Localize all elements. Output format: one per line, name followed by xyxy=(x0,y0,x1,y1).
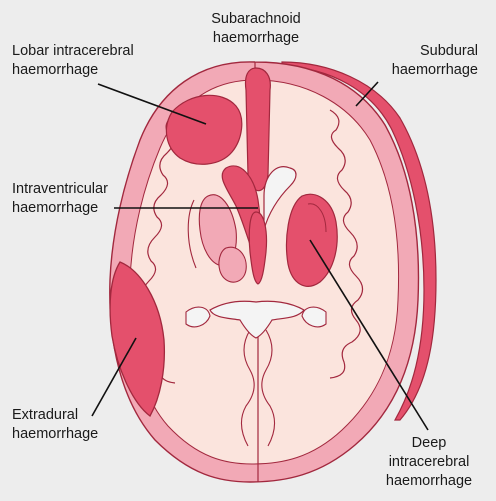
subarachnoid-haemorrhage xyxy=(244,67,271,192)
label-subdural: Subdural haemorrhage xyxy=(391,43,478,78)
right-gyri xyxy=(329,109,364,379)
leader-deep xyxy=(309,239,429,431)
occipital-horn-right xyxy=(301,306,327,328)
label-subarachnoid: Subarachnoid haemorrhage xyxy=(211,11,301,46)
occipital-fold-right xyxy=(261,329,276,447)
thalamus-left xyxy=(218,246,247,283)
label-lobar: Lobar intracerebral haemorrhage xyxy=(12,43,134,78)
ventricle-right xyxy=(263,166,297,231)
occipital-horn-left xyxy=(185,306,211,328)
label-extradural: Extradural haemorrhage xyxy=(12,407,99,442)
subdural-haemorrhage xyxy=(281,61,437,421)
leader-subdural xyxy=(355,81,379,107)
occipital-fold-left xyxy=(240,329,255,447)
extradural-haemorrhage xyxy=(109,261,166,417)
leader-lobar xyxy=(97,83,207,125)
posterior-horns xyxy=(209,300,305,339)
brain-tissue xyxy=(129,79,400,465)
label-deep: Deep intracerebral haemorrhage xyxy=(385,435,473,489)
deep-haemorrhage-inner xyxy=(307,203,327,233)
label-intraventricular: Intraventricular haemorrhage xyxy=(12,181,108,216)
leader-extradural xyxy=(91,337,137,417)
internal-capsule-left xyxy=(187,199,197,269)
lobar-haemorrhage xyxy=(165,94,243,165)
third-ventricle-haemorrhage xyxy=(248,211,268,285)
